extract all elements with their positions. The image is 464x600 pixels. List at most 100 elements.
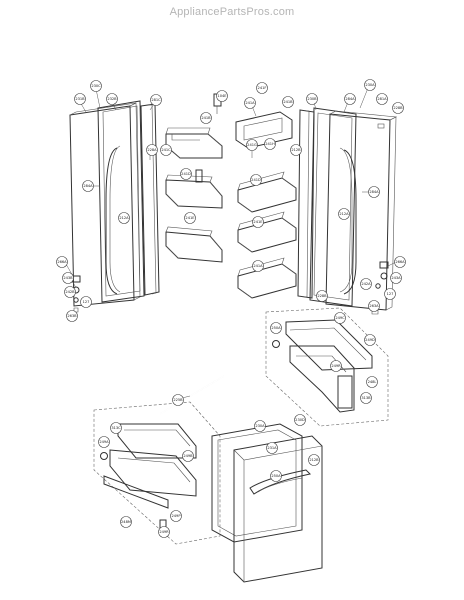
svg-text:281C: 281C	[151, 98, 161, 102]
freezer-track-assembly	[265, 307, 389, 427]
callout-freezer-gasket: 231A	[266, 442, 278, 454]
bin-top-left	[165, 127, 223, 159]
callout-freezer-track-e: 249R	[330, 360, 342, 372]
svg-text:243A: 243A	[391, 276, 401, 280]
freezer-drawer-internals	[93, 401, 221, 545]
callout-drawer-b: 313C	[110, 422, 122, 434]
svg-text:313C: 313C	[111, 426, 121, 430]
callout-rh-inner: 212A	[338, 208, 350, 220]
svg-text:284A: 284A	[369, 190, 379, 194]
left-door-bins	[165, 127, 223, 263]
callout-freezer-track-c: 249D	[364, 334, 376, 346]
left-door-assembly	[69, 100, 160, 313]
svg-text:241D: 241D	[251, 178, 261, 182]
callout-lh-cap: 281C	[149, 94, 162, 111]
callout-lh-hinge-b: 243B	[62, 272, 77, 289]
svg-text:266A: 266A	[57, 260, 67, 264]
callout-lh-bin2: 241D	[180, 168, 192, 180]
callout-center-clip: 104E	[216, 90, 228, 102]
svg-text:249D: 249D	[365, 338, 375, 342]
callout-lh-gasket-b: 232B	[106, 93, 118, 111]
svg-text:228A: 228A	[147, 148, 157, 152]
freezer-gasket	[211, 423, 303, 543]
svg-text:249C: 249C	[335, 316, 345, 320]
freezer-rail	[159, 375, 225, 415]
svg-text:263B: 263B	[67, 314, 77, 318]
left-door-handle	[105, 147, 118, 295]
callout-drawer-a: 249A	[98, 436, 110, 448]
svg-text:241B: 241B	[201, 116, 211, 120]
svg-text:212B: 212B	[291, 148, 301, 152]
svg-text:241A: 241A	[245, 101, 255, 105]
svg-text:250A: 250A	[271, 326, 281, 330]
callout-lh-hinge-c: 242B	[64, 286, 76, 298]
callout-rh-hinge-c: 242A	[360, 278, 372, 290]
callout-center-d: 241H	[264, 138, 276, 150]
callout-freezer-handle: 212B	[308, 454, 320, 466]
callout-lh-cam: 263B	[66, 310, 78, 322]
callout-center-c: 241G	[246, 139, 258, 158]
callout-freezer-track-d: 248L	[366, 376, 378, 388]
svg-text:127: 127	[387, 292, 394, 296]
callout-drawer-e: 249P	[170, 510, 182, 522]
callout-rh-strip: 228B	[392, 102, 404, 114]
svg-text:241E: 241E	[253, 220, 263, 224]
svg-text:104E: 104E	[217, 94, 227, 98]
svg-text:241F: 241F	[258, 86, 267, 90]
svg-text:249R: 249R	[159, 530, 169, 534]
svg-text:230A: 230A	[255, 424, 265, 428]
right-hinge	[371, 261, 389, 315]
callout-center-guide: 241F	[256, 82, 268, 94]
callout-freezer-face: 250A	[270, 470, 282, 482]
bin-top-right	[237, 171, 297, 213]
svg-text:249A: 249A	[99, 440, 109, 444]
right-door-panel	[325, 113, 391, 311]
svg-text:284A: 284A	[345, 97, 355, 101]
bin-mid-left	[165, 169, 223, 209]
svg-text:127: 127	[83, 300, 90, 304]
svg-text:228B: 228B	[317, 294, 327, 298]
callout-freezer-track-f: 313B	[360, 392, 372, 404]
callout-rh-cap: 281A	[376, 93, 388, 105]
callout-rh-door-top: 230A	[359, 79, 376, 109]
svg-text:230B: 230B	[307, 97, 317, 101]
left-inner-liner	[140, 103, 160, 296]
callout-freezer-panel: 230D	[294, 414, 306, 426]
right-inner-liner	[297, 109, 315, 299]
svg-text:249B: 249B	[183, 454, 193, 458]
callout-lh-bin1: 241C	[160, 144, 172, 156]
callout-center-b: 241B	[282, 96, 294, 108]
callout-rh-hinge-b: 243A	[390, 272, 402, 284]
callout-lh-bin3: 241E	[184, 212, 196, 224]
svg-text:241D: 241D	[181, 172, 191, 176]
svg-text:284A: 284A	[83, 184, 93, 188]
bin-low-left	[165, 226, 223, 263]
callout-rh-face: 284A	[362, 186, 380, 198]
callout-rh-handle: 212B	[290, 144, 302, 156]
bin-low-right	[237, 257, 297, 299]
svg-text:228B: 228B	[393, 106, 403, 110]
callout-rh-screw: 127	[384, 288, 396, 300]
callout-lh-bin-cap: 241B	[200, 112, 212, 124]
svg-text:231B: 231B	[75, 97, 85, 101]
freezer-door-panel	[233, 435, 323, 583]
svg-text:241H: 241H	[265, 142, 275, 146]
svg-text:225B: 225B	[173, 398, 183, 402]
svg-text:281A: 281A	[377, 97, 387, 101]
svg-text:212B: 212B	[309, 458, 319, 462]
svg-text:241E: 241E	[185, 216, 195, 220]
svg-text:241G: 241G	[247, 143, 257, 147]
svg-text:242A: 242A	[361, 282, 371, 286]
svg-text:249R: 249R	[331, 364, 341, 368]
callout-center-e: 241D	[250, 174, 262, 186]
callout-freezer-track-a: 250A	[270, 322, 282, 334]
callout-center-f: 241E	[252, 216, 264, 228]
callout-lh-strip: 228A	[146, 144, 158, 160]
right-door-assembly	[297, 107, 398, 315]
watermark-text: AppliancePartsPros.com	[169, 6, 295, 18]
svg-text:231A: 231A	[267, 446, 277, 450]
svg-text:248L: 248L	[368, 380, 377, 384]
callout-drawer-c: 249B	[182, 450, 194, 462]
svg-text:241B: 241B	[283, 100, 293, 104]
svg-text:230A: 230A	[365, 83, 375, 87]
